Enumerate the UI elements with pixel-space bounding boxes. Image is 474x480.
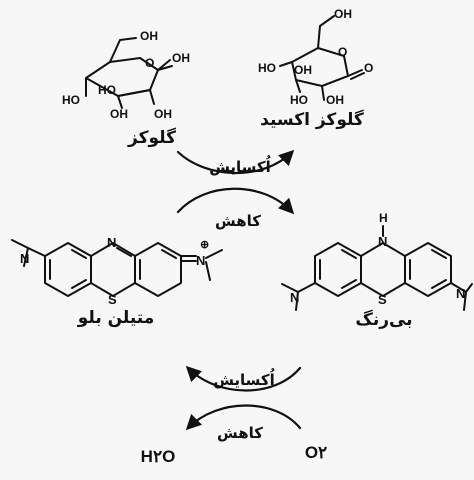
glucose-ho-left: HO: [62, 93, 80, 107]
top-oxidation-arrow: [176, 149, 295, 175]
lactone-oh-bottom: OH: [326, 93, 344, 107]
glucose-oh-right: OH: [172, 51, 190, 65]
methylene-blue-structure: N S N N ⊕: [11, 235, 223, 307]
leuco-dimethylamino-left: N: [290, 290, 299, 305]
glucose-oh-top: OH: [140, 29, 158, 43]
glucose-ring-oxygen: O: [145, 56, 154, 70]
bottom-oxidation-label: اُکسایش: [213, 369, 275, 389]
glucose-oh-bottom-left: OH: [110, 107, 128, 121]
water-formula: H۲O: [141, 447, 176, 466]
lactone-ho-bottom: HO: [290, 93, 308, 107]
bottom-reduction-label: کاهش: [217, 424, 263, 442]
leuco-dimethylamino-right: N: [456, 286, 465, 301]
lactone-ring-oxygen: O: [338, 45, 347, 59]
leuco-hydrogen: H: [379, 211, 388, 225]
gluconolactone-structure: OH O O HO OH OH HO: [258, 7, 373, 107]
top-reduction-label: کاهش: [215, 212, 261, 230]
oxygen-formula: O۲: [305, 443, 327, 462]
lactone-oh-top: OH: [334, 7, 352, 21]
leuco-sulfur: S: [378, 292, 387, 307]
bottom-reduction-arrow: [185, 404, 302, 431]
top-reduction-arrow: [176, 187, 295, 215]
leuco-label: بی‌رنگ: [355, 309, 412, 330]
methylene-blue-ring-nitrogen: N: [107, 235, 116, 250]
leuco-ring-nitrogen: N: [378, 234, 387, 249]
methylene-blue-dimethylamino-left: N: [20, 251, 29, 266]
lactone-oh-mid: OH: [294, 63, 312, 77]
methylene-blue-positive-charge: ⊕: [200, 239, 209, 251]
glucose-label: گلوکز: [127, 127, 176, 148]
lactone-ho-left: HO: [258, 61, 276, 75]
methylene-blue-label: متیلن بلو: [77, 308, 155, 328]
glucose-ho-mid: HO: [98, 83, 116, 97]
top-oxidation-label: اُکسایش: [209, 156, 271, 176]
leuco-methylene-blue-structure: H N S N N: [281, 211, 473, 311]
methylene-blue-sulfur: S: [108, 292, 117, 307]
gluconic-acid-label: گلوکز اکسید: [260, 109, 364, 130]
bottom-oxidation-arrow: [185, 365, 302, 392]
lactone-carbonyl-oxygen: O: [364, 61, 373, 75]
methylene-blue-iminium-nitrogen: N: [196, 253, 205, 268]
glucose-structure: OH O OH HO HO OH OH: [62, 29, 190, 121]
glucose-oh-bottom: OH: [154, 107, 172, 121]
